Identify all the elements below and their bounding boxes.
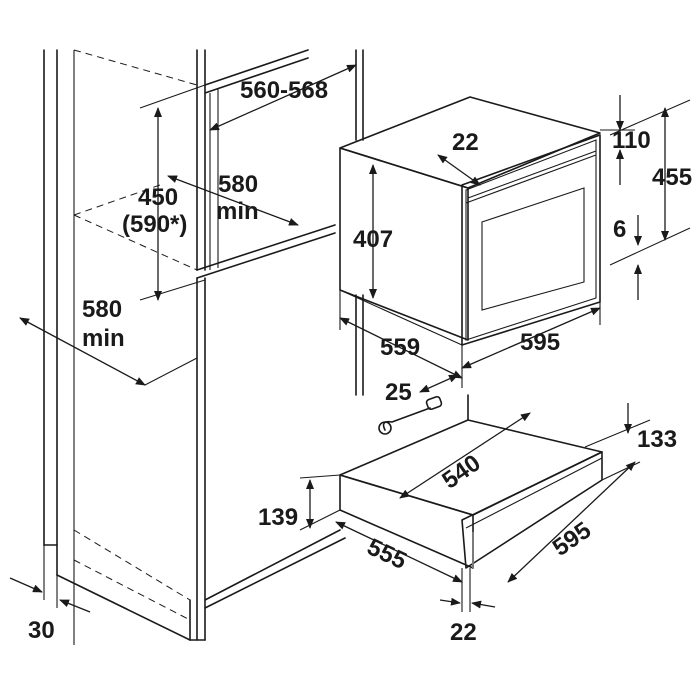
dimension-labels: 560-568 450 (590*) 580 min 580 min 407 2…: [28, 77, 692, 646]
label-450: 450: [138, 184, 178, 211]
label-580-lower-min: min: [82, 325, 125, 352]
label-590-star: (590*): [122, 211, 187, 238]
label-580-upper: 580: [218, 171, 258, 198]
label-22-bottom: 22: [450, 619, 477, 646]
label-540: 540: [437, 449, 485, 494]
label-560-568: 560-568: [240, 77, 328, 104]
label-595-oven: 595: [520, 329, 560, 356]
label-595-drawer: 595: [548, 517, 596, 562]
dimension-lines: [9, 64, 691, 613]
label-559: 559: [380, 334, 420, 361]
hidden-lines: [73, 49, 198, 621]
label-580-lower: 580: [82, 296, 122, 323]
label-407: 407: [353, 226, 393, 253]
label-6: 6: [613, 216, 626, 243]
label-455: 455: [652, 164, 692, 191]
label-580-upper-min: min: [216, 198, 259, 225]
label-139: 139: [258, 504, 298, 531]
label-110: 110: [612, 127, 651, 154]
label-25: 25: [385, 379, 412, 406]
label-22-top: 22: [452, 129, 479, 156]
label-133: 133: [637, 426, 677, 453]
label-555: 555: [363, 534, 411, 575]
power-plug-icon: [378, 395, 443, 435]
label-30: 30: [28, 617, 55, 644]
